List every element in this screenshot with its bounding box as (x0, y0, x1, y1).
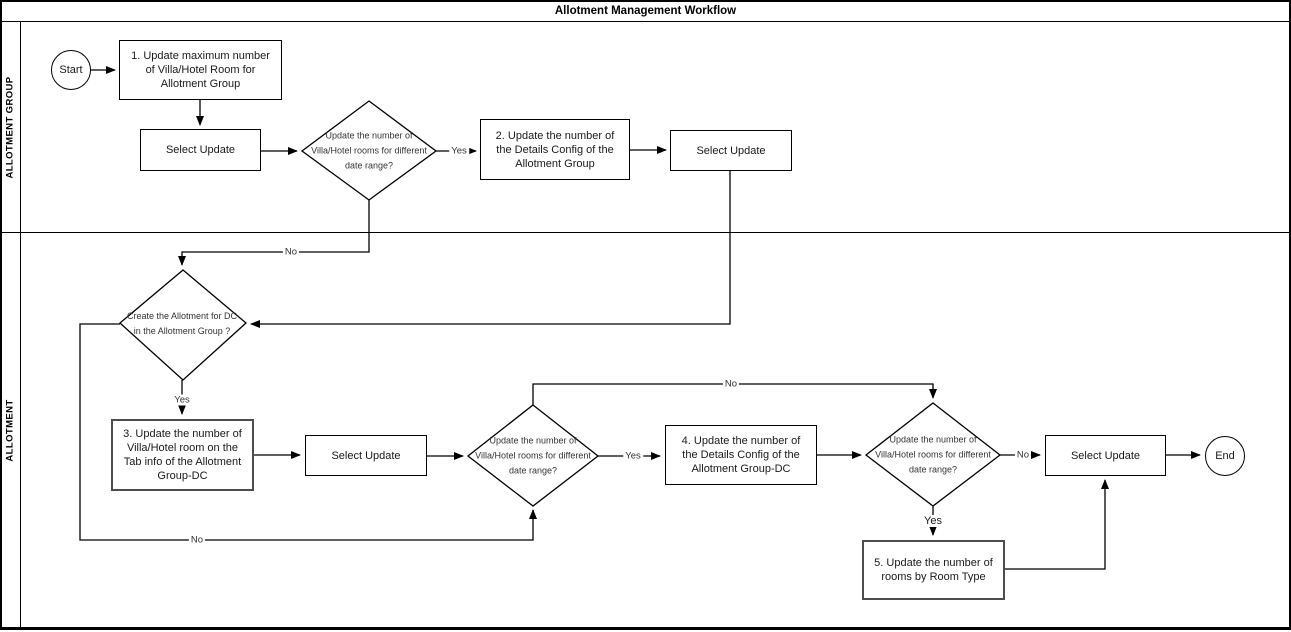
edge-label-dec1-yes: Yes (449, 145, 469, 157)
select-update-2-box: Select Update (670, 130, 792, 171)
lane-allotment-group-label-cell: ALLOTMENT GROUP (0, 22, 21, 232)
select-update-3-box: Select Update (305, 435, 427, 476)
step-1-box: 1. Update maximum number of Villa/Hotel … (119, 40, 282, 100)
edge-label-dec2-no: No (188, 534, 206, 546)
step-5-box: 5. Update the number of rooms by Room Ty… (862, 540, 1005, 600)
step-1-label: 1. Update maximum number of Villa/Hotel … (131, 50, 270, 90)
edge-select-update-2-to-decision2 (250, 171, 731, 328)
edge-decision1-no-to-decision2 (178, 200, 370, 266)
edge-label-dec4-yes: Yes (922, 515, 944, 527)
step-3-box: 3. Update the number of Villa/Hotel room… (111, 419, 254, 491)
step-5-label: 5. Update the number of rooms by Room Ty… (874, 557, 993, 583)
select-update-1-label: Select Update (165, 144, 236, 156)
diagram-title: Allotment Management Workflow (554, 4, 737, 17)
step-4-box: 4. Update the number of the Details Conf… (665, 425, 817, 485)
edge-decision2-no-to-decision3 (79, 323, 537, 541)
decision-date-range-1-shape (300, 100, 438, 201)
end-label: End (1215, 450, 1235, 462)
edge-label-dec3-yes: Yes (623, 450, 643, 462)
edge-label-dec4-no: No (1014, 449, 1032, 461)
select-update-4-label: Select Update (1070, 449, 1141, 462)
select-update-2-label: Select Update (696, 144, 766, 157)
diagram-title-bar: Allotment Management Workflow (0, 0, 1291, 22)
select-update-3-label: Select Update (331, 449, 401, 462)
edge-label-dec1-no: No (282, 246, 300, 258)
select-update-1-box: Select Update (140, 129, 261, 171)
lane-allotment: ALLOTMENT (0, 233, 1291, 628)
step-3-label: 3. Update the number of Villa/Hotel room… (123, 428, 242, 482)
step-2-box: 2. Update the number of the Details Conf… (480, 119, 630, 180)
start-node: Start (51, 50, 91, 90)
lane-allotment-label-cell: ALLOTMENT (0, 233, 21, 627)
decision-date-range-2-shape (466, 404, 600, 507)
select-update-4-box: Select Update (1045, 435, 1166, 476)
edge-label-dec3-no: No (722, 378, 740, 390)
edge-step5-to-select-update-4 (1005, 479, 1109, 570)
decision-date-range-3-shape (864, 402, 1002, 507)
step-2-label: 2. Update the number of the Details Conf… (495, 129, 615, 170)
decision-create-dc-shape (119, 269, 247, 381)
end-node: End (1205, 436, 1245, 476)
lane-allotment-group: ALLOTMENT GROUP (0, 22, 1291, 233)
edge-label-dec2-yes: Yes (172, 394, 192, 406)
step-4-label: 4. Update the number of the Details Conf… (681, 435, 801, 475)
start-label: Start (59, 64, 83, 76)
